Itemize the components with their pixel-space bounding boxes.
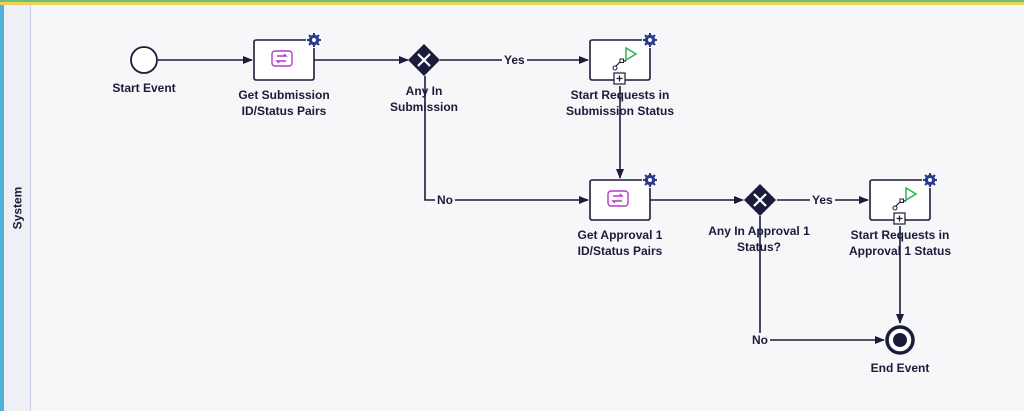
start-requests-submission-label-line1: Start Requests in xyxy=(570,88,670,102)
end-event-label: End Event xyxy=(870,361,930,375)
get-approval-label-line1: Get Approval 1 xyxy=(577,228,663,242)
flow-label-yes: Yes xyxy=(502,53,527,67)
gateway-submission-label-line2: Submission xyxy=(389,100,458,114)
start-event[interactable] xyxy=(130,46,158,74)
top-stripe xyxy=(0,0,1024,5)
expand-icon[interactable] xyxy=(893,212,906,225)
subprocess-start-requests-approval[interactable] xyxy=(869,179,931,225)
subprocess-start-requests-submission[interactable] xyxy=(589,39,651,85)
flow-gateway-no-to-get-approval[interactable] xyxy=(424,76,589,204)
gateway-any-in-approval[interactable] xyxy=(744,184,776,216)
flow-label-no: No xyxy=(750,333,770,347)
script-task-icon xyxy=(607,190,629,207)
expand-icon[interactable] xyxy=(613,72,626,85)
gateway-submission-label-line1: Any In xyxy=(405,84,443,98)
diagram-canvas[interactable] xyxy=(31,5,1024,411)
task-get-submission[interactable] xyxy=(253,39,315,81)
gateway-approval-label-line2: Status? xyxy=(736,240,781,254)
start-requests-approval-label: Start Requests in Approval 1 Status xyxy=(835,227,965,259)
gateway-any-in-submission[interactable] xyxy=(408,44,440,76)
flow-label-yes: Yes xyxy=(810,193,835,207)
script-task-icon xyxy=(271,50,293,67)
task-get-approval[interactable] xyxy=(589,179,651,221)
start-requests-approval-label-line2: Approval 1 Status xyxy=(848,244,952,258)
gear-icon[interactable] xyxy=(306,32,322,48)
get-approval-label: Get Approval 1 ID/Status Pairs xyxy=(560,227,680,259)
get-submission-label-line1: Get Submission xyxy=(238,88,330,102)
lane-accent-bar xyxy=(0,5,4,411)
subprocess-start-icon xyxy=(892,186,918,211)
gateway-submission-label: Any In Submission xyxy=(369,83,479,115)
subprocess-start-icon xyxy=(612,46,638,71)
gear-icon[interactable] xyxy=(642,32,658,48)
end-event[interactable] xyxy=(885,325,915,355)
gateway-approval-label: Any In Approval 1 Status? xyxy=(694,223,824,255)
get-submission-label-line2: ID/Status Pairs xyxy=(241,104,327,118)
top-stripe-green xyxy=(0,0,1024,2)
start-requests-submission-label: Start Requests in Submission Status xyxy=(555,87,685,119)
gear-icon[interactable] xyxy=(922,172,938,188)
gear-icon[interactable] xyxy=(642,172,658,188)
get-approval-label-line2: ID/Status Pairs xyxy=(577,244,663,258)
start-event-label: Start Event xyxy=(112,81,176,95)
start-requests-submission-label-line2: Submission Status xyxy=(565,104,675,118)
top-stripe-yellow xyxy=(0,2,1024,5)
flow-label-no: No xyxy=(435,193,455,207)
lane-header[interactable] xyxy=(4,5,31,411)
start-requests-approval-label-line1: Start Requests in xyxy=(850,228,950,242)
gateway-approval-label-line1: Any In Approval 1 xyxy=(708,224,810,238)
get-submission-label: Get Submission ID/Status Pairs xyxy=(224,87,344,119)
